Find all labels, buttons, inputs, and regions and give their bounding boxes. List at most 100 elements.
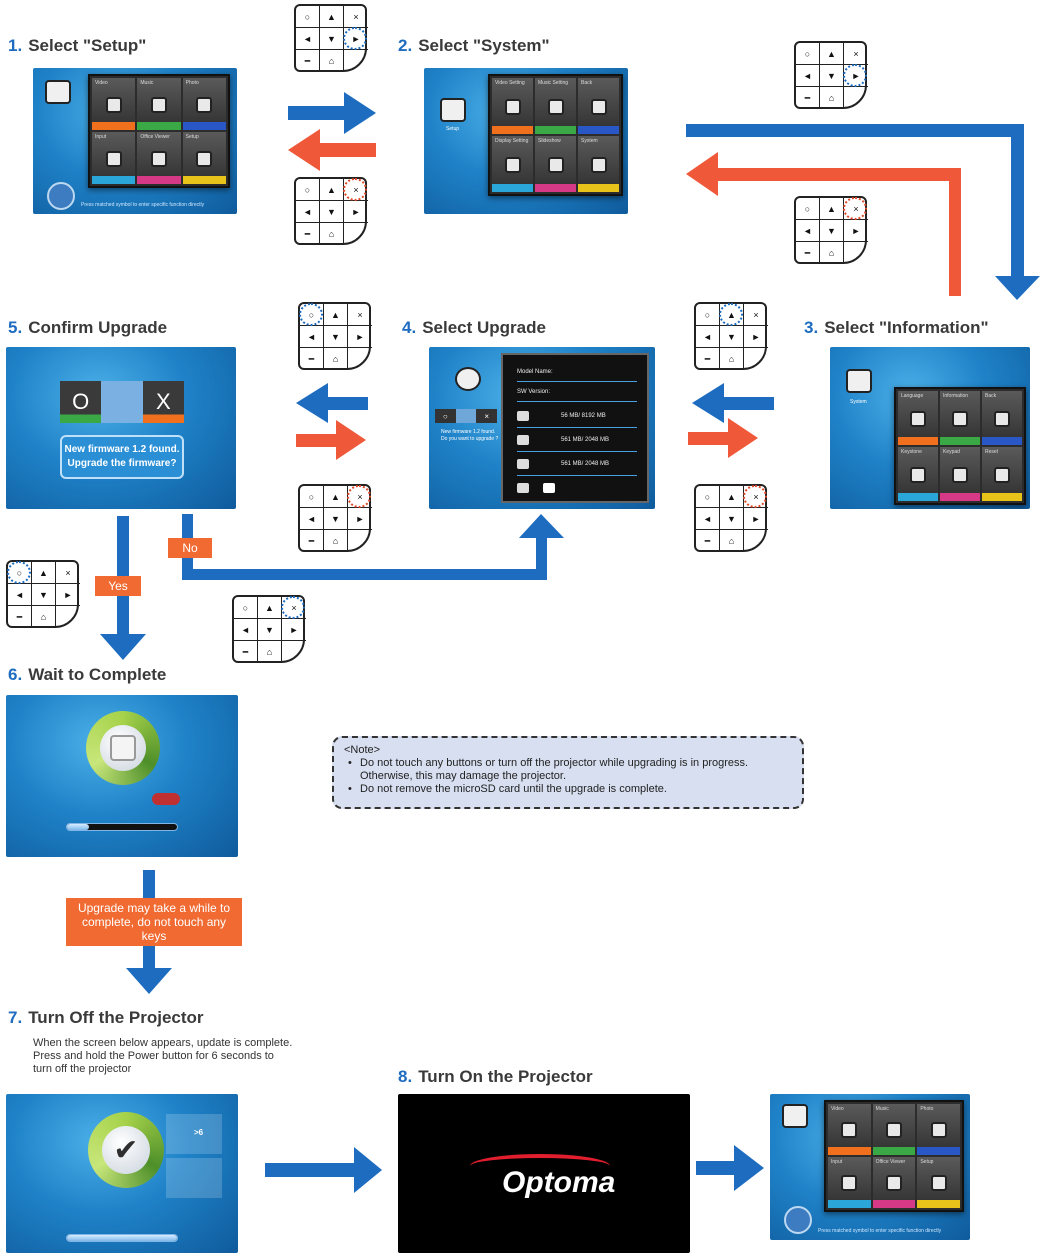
key-home[interactable]: ⌂ xyxy=(324,348,348,370)
key-minus[interactable]: ━ xyxy=(296,223,320,245)
key-left[interactable]: ◄ xyxy=(234,619,258,641)
key-home[interactable]: ⌂ xyxy=(720,530,744,552)
key-right[interactable]: ► xyxy=(744,326,768,348)
key-left[interactable]: ◄ xyxy=(796,65,820,87)
tile-office-viewer[interactable]: Office Viewer xyxy=(137,132,181,184)
key-minus[interactable]: ━ xyxy=(696,530,720,552)
key-down[interactable]: ▼ xyxy=(820,220,844,242)
key-minus[interactable]: ━ xyxy=(296,50,320,72)
key-right[interactable]: ► xyxy=(744,508,768,530)
key-circle[interactable]: ○ xyxy=(796,198,820,220)
tile-music[interactable]: Music xyxy=(872,1104,916,1155)
key-down[interactable]: ▼ xyxy=(324,508,348,530)
key-home[interactable]: ⌂ xyxy=(32,606,56,628)
key-minus[interactable]: ━ xyxy=(234,641,258,663)
key-home[interactable]: ⌂ xyxy=(820,242,844,264)
tile-slideshow[interactable]: Slideshow xyxy=(535,136,576,192)
key-down[interactable]: ▼ xyxy=(820,65,844,87)
key-left[interactable]: ◄ xyxy=(300,326,324,348)
tile-input[interactable]: Input xyxy=(92,132,136,184)
key-down[interactable]: ▼ xyxy=(720,326,744,348)
key-down[interactable]: ▼ xyxy=(258,619,282,641)
tile-reset[interactable]: Reset xyxy=(982,447,1022,501)
key-left[interactable]: ◄ xyxy=(796,220,820,242)
key-home[interactable]: ⌂ xyxy=(720,348,744,370)
tile-video[interactable]: Video xyxy=(828,1104,871,1155)
key-left[interactable]: ◄ xyxy=(696,326,720,348)
key-cross[interactable]: × xyxy=(744,304,768,326)
key-circle[interactable]: ○ xyxy=(696,304,720,326)
key-cross[interactable]: × xyxy=(844,43,868,65)
key-minus[interactable]: ━ xyxy=(8,606,32,628)
confirm-o-option[interactable]: O xyxy=(60,381,102,423)
key-up[interactable]: ▲ xyxy=(320,6,344,28)
key-up[interactable]: ▲ xyxy=(258,597,282,619)
key-cross[interactable]: × xyxy=(348,304,372,326)
key-left[interactable]: ◄ xyxy=(296,201,320,223)
key-up[interactable]: ▲ xyxy=(820,198,844,220)
tile-keystone[interactable]: Keystone xyxy=(898,447,938,501)
key-left[interactable]: ◄ xyxy=(696,508,720,530)
confirm-x-option[interactable]: X xyxy=(142,381,184,423)
key-up[interactable]: ▲ xyxy=(32,562,56,584)
tile-language[interactable]: Language xyxy=(898,391,938,445)
key-minus[interactable]: ━ xyxy=(300,348,324,370)
key-up[interactable]: ▲ xyxy=(720,486,744,508)
screen-information: ○ × New firmware 1.2 found. Do you want … xyxy=(429,347,655,509)
arrow-2-to-3 xyxy=(686,124,1040,300)
key-cross[interactable]: × xyxy=(56,562,80,584)
tile-input[interactable]: Input xyxy=(828,1157,871,1208)
key-down[interactable]: ▼ xyxy=(720,508,744,530)
key-down[interactable]: ▼ xyxy=(324,326,348,348)
key-up[interactable]: ▲ xyxy=(324,486,348,508)
tile-setup[interactable]: Setup xyxy=(917,1157,960,1208)
key-minus[interactable]: ━ xyxy=(300,530,324,552)
tile-back[interactable]: Back xyxy=(982,391,1022,445)
key-circle[interactable]: ○ xyxy=(296,6,320,28)
key-home[interactable]: ⌂ xyxy=(320,223,344,245)
key-minus[interactable]: ━ xyxy=(696,348,720,370)
key-left[interactable]: ◄ xyxy=(296,28,320,50)
key-right[interactable]: ► xyxy=(348,326,372,348)
key-left[interactable]: ◄ xyxy=(300,508,324,530)
key-home[interactable]: ⌂ xyxy=(320,50,344,72)
key-right[interactable]: ► xyxy=(844,220,868,242)
tile-video[interactable]: Video xyxy=(92,78,136,130)
key-home[interactable]: ⌂ xyxy=(324,530,348,552)
key-circle[interactable]: ○ xyxy=(296,179,320,201)
key-right[interactable]: ► xyxy=(348,508,372,530)
tile-office-viewer[interactable]: Office Viewer xyxy=(872,1157,916,1208)
key-circle[interactable]: ○ xyxy=(300,486,324,508)
key-right[interactable]: ► xyxy=(282,619,306,641)
key-down[interactable]: ▼ xyxy=(320,28,344,50)
tile-information[interactable]: Information xyxy=(940,391,980,445)
key-up[interactable]: ▲ xyxy=(324,304,348,326)
tile-keypad[interactable]: Keypad xyxy=(940,447,980,501)
sd-card-icon xyxy=(517,411,529,421)
key-circle[interactable]: ○ xyxy=(696,486,720,508)
tile-photo[interactable]: Photo xyxy=(182,78,226,130)
tile-music-setting[interactable]: Music Setting xyxy=(535,78,576,134)
key-down[interactable]: ▼ xyxy=(32,584,56,606)
key-circle[interactable]: ○ xyxy=(234,597,258,619)
tile-display-setting[interactable]: Display Setting xyxy=(492,136,533,192)
key-cross[interactable]: × xyxy=(344,6,368,28)
key-minus[interactable]: ━ xyxy=(796,87,820,109)
key-minus[interactable]: ━ xyxy=(796,242,820,264)
key-right[interactable]: ► xyxy=(344,201,368,223)
key-home[interactable]: ⌂ xyxy=(820,87,844,109)
key-left[interactable]: ◄ xyxy=(8,584,32,606)
tile-back[interactable]: Back xyxy=(578,78,619,134)
tile-setup[interactable]: Setup xyxy=(182,132,226,184)
key-down[interactable]: ▼ xyxy=(320,201,344,223)
key-home[interactable]: ⌂ xyxy=(258,641,282,663)
tile-photo[interactable]: Photo xyxy=(917,1104,960,1155)
key-right[interactable]: ► xyxy=(56,584,80,606)
key-circle[interactable]: ○ xyxy=(796,43,820,65)
tile-music[interactable]: Music xyxy=(137,78,181,130)
key-up[interactable]: ▲ xyxy=(820,43,844,65)
tile-video-setting[interactable]: Video Setting xyxy=(492,78,533,134)
key-up[interactable]: ▲ xyxy=(320,179,344,201)
tile-system[interactable]: System xyxy=(578,136,619,192)
key-highlight xyxy=(843,197,867,220)
